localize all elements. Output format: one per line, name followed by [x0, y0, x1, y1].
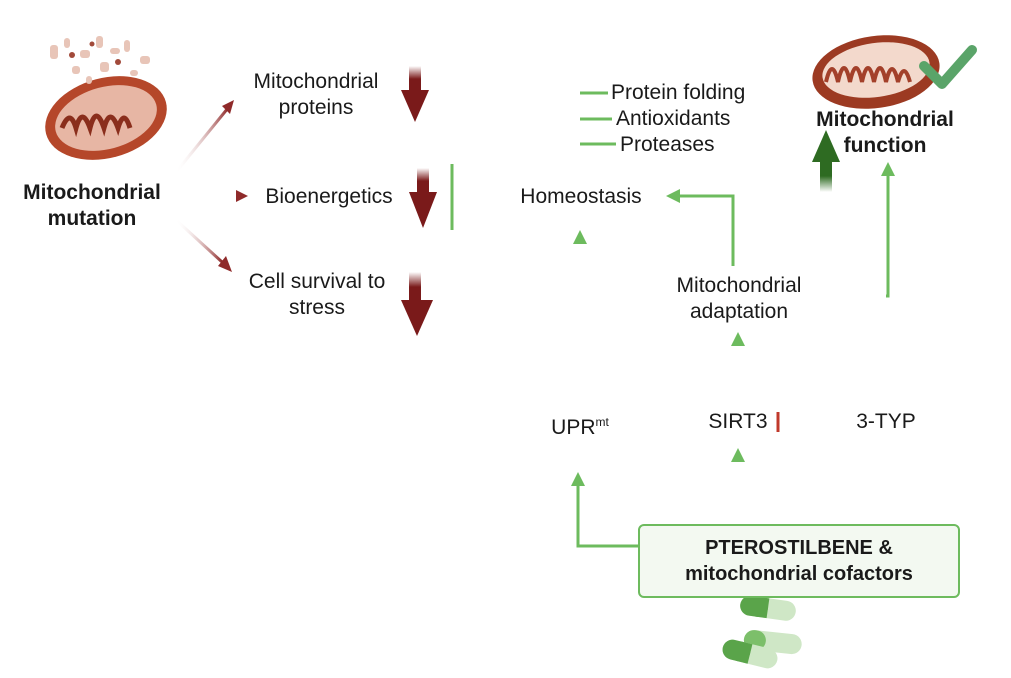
decrease-arrow-icon [401, 66, 429, 122]
3-typ-label: 3-TYP [856, 410, 916, 433]
mitochondrial-adaptation-label: Mitochondrial adaptation [654, 273, 824, 325]
branch-antioxidants: Antioxidants [616, 107, 731, 130]
healthy-mitochondrion-icon [812, 35, 940, 109]
arrow-to-bioenergetics [176, 190, 248, 202]
label-line: adaptation [689, 300, 789, 323]
treatment-to-upr-arrow [571, 472, 638, 548]
decrease-arrow-icon [401, 272, 433, 336]
increase-arrow-icon [812, 130, 840, 192]
homeostasis-branches [578, 91, 616, 172]
branch-protein-folding: Protein folding [611, 81, 746, 104]
arrow-to-cell-survival [174, 218, 232, 272]
adaptation-to-function-arrow [826, 162, 895, 298]
sirt3-label: SIRT3 [708, 410, 768, 433]
bioenergetics-label: Bioenergetics [265, 185, 393, 208]
damaged-mitochondrion-icon [45, 36, 167, 160]
cell-survival-label: Cell survival to stress [232, 269, 402, 321]
label-line: Cell survival to [248, 270, 386, 293]
label-line: function [843, 134, 927, 157]
treatment-line: mitochondrial cofactors [685, 563, 913, 585]
capsules-icon [722, 595, 802, 669]
sirt3-to-adaptation-arrow [731, 332, 745, 392]
mitochondrial-function-label: Mitochondrial function [800, 107, 970, 159]
treatment-to-sirt3-arrow [731, 448, 745, 516]
homeostasis-inhibit-line [450, 164, 504, 230]
label-line: Mitochondrial [816, 108, 954, 131]
arrow-to-mito-proteins [174, 100, 234, 173]
upr-to-homeostasis-arrow [573, 230, 587, 396]
treatment-line: PTEROSTILBENE & [705, 537, 893, 559]
branch-proteases: Proteases [620, 133, 715, 156]
upr-mt-label: UPRmt [540, 409, 620, 441]
label-line: Mitochondrial [676, 274, 802, 297]
decrease-arrow-icon [409, 168, 437, 228]
upr-superscript: mt [595, 415, 609, 429]
mitochondrial-mutation-label: Mitochondrial mutation [22, 180, 162, 232]
treatment-box: PTEROSTILBENE & mitochondrial cofactors [638, 524, 960, 598]
label-line: Mitochondrial [23, 181, 161, 204]
label-line: mutation [47, 207, 137, 230]
typ-inhibits-sirt3 [776, 412, 840, 432]
homeostasis-label: Homeostasis [520, 185, 642, 208]
adaptation-to-homeostasis-arrow [666, 189, 735, 266]
label-line: Mitochondrial [253, 70, 379, 93]
check-icon [919, 45, 977, 89]
label-line: proteins [278, 96, 354, 119]
mito-proteins-label: Mitochondrial proteins [236, 69, 396, 121]
upr-text: UPR [551, 416, 596, 439]
label-line: stress [288, 296, 345, 319]
